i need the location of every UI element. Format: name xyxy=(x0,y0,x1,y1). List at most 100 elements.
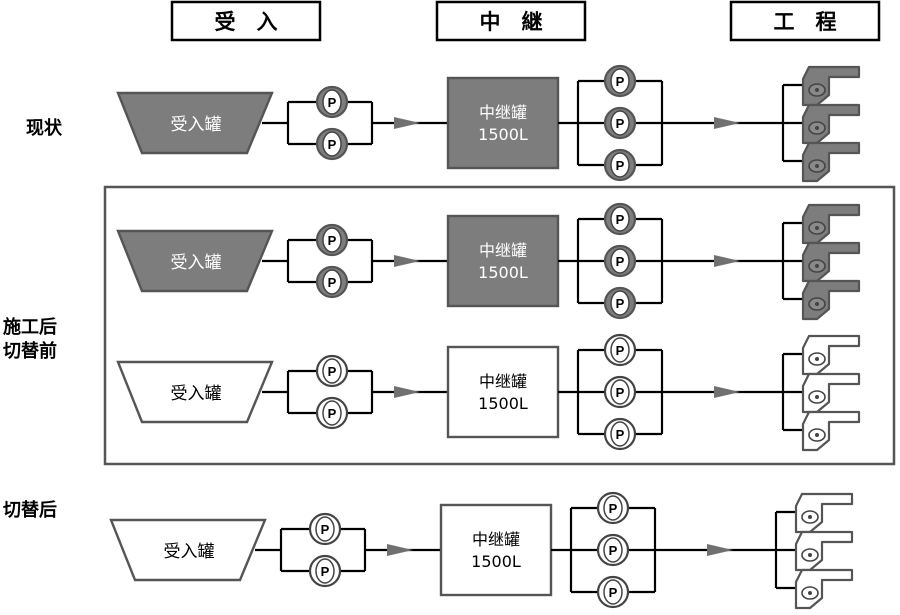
relay-tank xyxy=(446,345,560,439)
header-process-text: 工 程 xyxy=(774,10,837,34)
pump-label: P xyxy=(328,406,337,421)
pump: P xyxy=(315,265,349,299)
flow-arrow xyxy=(714,255,740,267)
process-machine xyxy=(801,103,861,145)
pump-label: P xyxy=(616,254,625,269)
pump-inner xyxy=(322,89,342,115)
pump-label: P xyxy=(328,95,337,110)
machine-port-center xyxy=(815,164,819,168)
process-machine xyxy=(801,410,861,452)
pump-inner xyxy=(610,421,630,447)
relay-tank-capacity: 1500L xyxy=(478,125,528,144)
pump-inner xyxy=(603,579,623,605)
pump-inner xyxy=(322,400,342,426)
machine-port-center xyxy=(815,357,819,361)
pump-inner xyxy=(315,558,335,584)
pump-label: P xyxy=(616,212,625,227)
pump: P xyxy=(596,533,630,567)
machine-port-center xyxy=(815,395,819,399)
relay-tank-capacity: 1500L xyxy=(478,263,528,282)
pump-inner xyxy=(322,269,342,295)
pump-label: P xyxy=(321,522,330,537)
relay-tank-capacity: 1500L xyxy=(471,552,521,571)
relay-tank-label: 中继罐 xyxy=(479,372,527,391)
pump: P xyxy=(308,512,342,546)
pump: P xyxy=(603,202,637,236)
pump-inner xyxy=(610,248,630,274)
process-machine xyxy=(801,279,861,321)
relay-tank xyxy=(446,76,560,170)
row-label-during-line2: 切替前 xyxy=(3,340,57,362)
machine-port-center xyxy=(808,515,812,519)
pump-inner xyxy=(610,68,630,94)
relay-tank-label: 中继罐 xyxy=(479,241,527,260)
pump-label: P xyxy=(616,385,625,400)
flow-arrow xyxy=(394,117,420,129)
receiving-tank-label: 受入罐 xyxy=(171,115,222,135)
pump-inner xyxy=(322,131,342,157)
pump: P xyxy=(315,127,349,161)
pump-inner xyxy=(315,516,335,542)
pump: P xyxy=(603,333,637,367)
pump: P xyxy=(315,223,349,257)
pump-label: P xyxy=(609,543,618,558)
pump: P xyxy=(596,575,630,609)
pump: P xyxy=(603,64,637,98)
pump-label: P xyxy=(616,427,625,442)
pump-inner xyxy=(322,227,342,253)
header-process: 工 程 xyxy=(729,0,881,42)
machine-port-center xyxy=(815,264,819,268)
flow-arrow xyxy=(394,386,420,398)
pump: P xyxy=(603,244,637,278)
process-machine xyxy=(794,492,854,534)
pump: P xyxy=(315,396,349,430)
header-relay-text: 中 継 xyxy=(480,10,543,34)
pump: P xyxy=(603,286,637,320)
pump-label: P xyxy=(616,296,625,311)
machine-port-center xyxy=(815,88,819,92)
pump-label: P xyxy=(328,364,337,379)
pump-label: P xyxy=(328,233,337,248)
machine-port-center xyxy=(815,126,819,130)
pump-label: P xyxy=(616,74,625,89)
pump-inner xyxy=(603,537,623,563)
flow-arrow xyxy=(714,117,740,129)
receiving-tank-label: 受入罐 xyxy=(171,253,222,273)
pump: P xyxy=(603,375,637,409)
machine-port-center xyxy=(815,226,819,230)
machine-port-center xyxy=(808,591,812,595)
process-machine xyxy=(794,568,854,610)
pump-inner xyxy=(322,358,342,384)
process-machine xyxy=(794,530,854,572)
pump-label: P xyxy=(616,343,625,358)
flow-rows: 受入罐PP中继罐1500LPPP受入罐PP中继罐1500LPPP受入罐PP中继罐… xyxy=(109,64,861,610)
process-machine xyxy=(801,65,861,107)
pump-inner xyxy=(610,110,630,136)
receiving-tank xyxy=(116,229,274,293)
header-receive-text: 受 入 xyxy=(215,10,278,34)
pump-inner xyxy=(603,495,623,521)
pump: P xyxy=(315,354,349,388)
pump: P xyxy=(315,85,349,119)
process-machine xyxy=(801,203,861,245)
pump: P xyxy=(603,106,637,140)
pump-inner xyxy=(610,379,630,405)
process-machine xyxy=(801,241,861,283)
pump-inner xyxy=(610,206,630,232)
relay-tank-capacity: 1500L xyxy=(478,394,528,413)
relay-tank-label: 中继罐 xyxy=(479,103,527,122)
pump-label: P xyxy=(328,137,337,152)
pump-label: P xyxy=(609,585,618,600)
pump-inner xyxy=(610,337,630,363)
pump-label: P xyxy=(321,564,330,579)
row-label-current: 现状 xyxy=(26,117,63,139)
pump-inner xyxy=(610,152,630,178)
flow-arrow xyxy=(707,544,733,556)
row-label-after: 切替后 xyxy=(3,499,57,521)
relay-tank xyxy=(446,214,560,308)
pump-label: P xyxy=(328,275,337,290)
